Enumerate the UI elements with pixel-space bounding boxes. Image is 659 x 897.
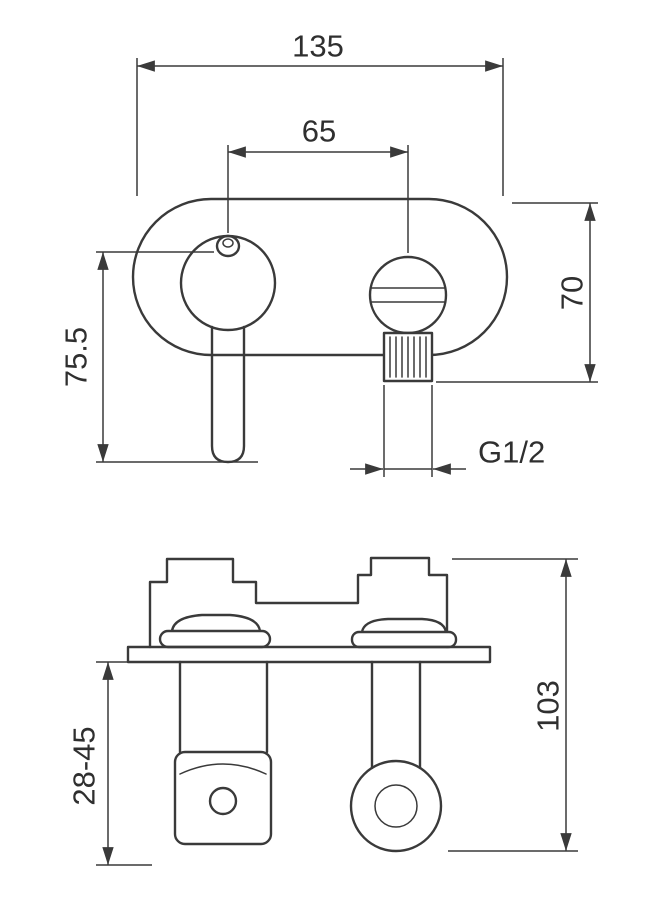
- dim-label-right-height: 70: [555, 276, 590, 310]
- handle-rosette-circle: [179, 234, 277, 332]
- dimension-depth-range: 28-45: [67, 661, 152, 866]
- valve-body-outline: [148, 556, 449, 649]
- front-view: 135 65 75.5 70: [59, 29, 598, 477]
- handle-pivot-knob-detail: [222, 238, 234, 248]
- dim-label-overall-width: 135: [292, 29, 344, 64]
- dim-label-thread: G1/2: [478, 435, 545, 470]
- handle-paddle-curve: [179, 763, 267, 775]
- side-view: 28-45 103: [67, 556, 578, 866]
- dim-label-center-distance: 65: [302, 114, 336, 149]
- lever-handle: [210, 325, 246, 464]
- left-escutcheon-flange: [158, 629, 272, 649]
- dim-label-total-height: 103: [531, 680, 566, 732]
- oval-plate-outline: [131, 197, 509, 357]
- dimension-thread: G1/2: [350, 385, 545, 477]
- dimension-right-height: 70: [436, 202, 598, 383]
- dimension-left-height: 75.5: [59, 251, 258, 463]
- dimension-center-distance: 65: [227, 114, 409, 253]
- left-escutcheon-dome: [170, 613, 262, 633]
- outlet-circle: [368, 255, 448, 335]
- dim-label-left-height: 75.5: [59, 327, 94, 387]
- dimension-total-height: 103: [448, 558, 578, 852]
- right-escutcheon-flange: [350, 630, 458, 649]
- handle-paddle: [173, 750, 273, 846]
- handle-paddle-hole: [208, 786, 238, 816]
- shower-holder-inner: [374, 784, 418, 828]
- threaded-connector: [382, 331, 434, 383]
- right-escutcheon-dome: [360, 617, 448, 634]
- wall-plate: [126, 645, 492, 664]
- shower-holder-outer: [349, 759, 443, 853]
- dim-label-depth-range: 28-45: [67, 726, 102, 805]
- handle-pivot-knob: [215, 234, 241, 258]
- dimension-overall-width: 135: [136, 29, 504, 196]
